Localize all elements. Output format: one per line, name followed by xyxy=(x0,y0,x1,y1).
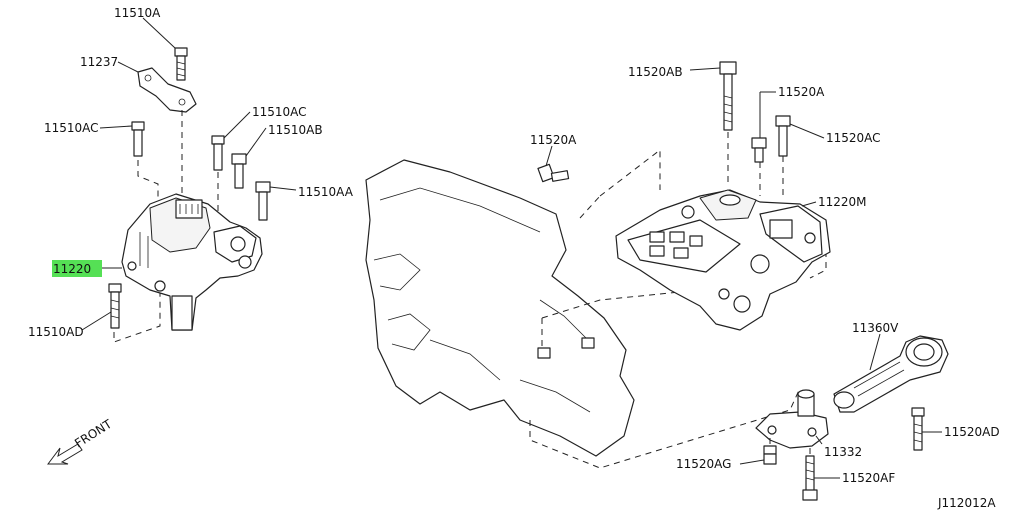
bolt-11520AG[interactable] xyxy=(763,445,777,465)
right-mount-group xyxy=(537,61,831,331)
label-11520A-top: 11520A xyxy=(778,85,825,99)
front-arrow-icon xyxy=(47,443,83,465)
engine-mount-11220[interactable] xyxy=(121,193,263,331)
torque-rod-11360V[interactable] xyxy=(833,335,949,413)
label-11332: 11332 xyxy=(824,445,862,459)
nut-left xyxy=(537,347,551,359)
label-11510AA: 11510AA xyxy=(298,185,354,199)
engine-block xyxy=(365,159,635,457)
bracket-11237[interactable] xyxy=(137,67,197,113)
bolt-11520A-left[interactable] xyxy=(537,163,570,183)
label-11520AD: 11520AD xyxy=(944,425,1000,439)
bolt-11510A[interactable] xyxy=(174,47,188,81)
engine-mount-11220M[interactable] xyxy=(615,189,831,331)
front-label: FRONT xyxy=(72,417,115,451)
bracket-11332[interactable] xyxy=(755,389,829,449)
label-11520AG: 11520AG xyxy=(676,457,731,471)
bolt-11520AC[interactable] xyxy=(775,115,791,157)
label-11220: 11220 xyxy=(53,262,91,276)
label-11510AB: 11510AB xyxy=(268,123,323,137)
bolt-11520AD[interactable] xyxy=(911,407,925,451)
left-mount-group xyxy=(52,17,297,343)
label-11510AC-left: 11510AC xyxy=(44,121,99,135)
bolt-11520A-top[interactable] xyxy=(751,137,767,163)
label-11510A: 11510A xyxy=(114,6,161,20)
label-11220M: 11220M xyxy=(818,195,867,209)
label-highlight-11220 xyxy=(52,260,102,277)
bolt-11520AB[interactable] xyxy=(719,61,737,131)
label-11520AC: 11520AC xyxy=(826,131,881,145)
label-11360V: 11360V xyxy=(852,321,899,335)
nut-right xyxy=(581,337,595,349)
bolt-11510AD[interactable] xyxy=(108,283,122,329)
label-11520AF: 11520AF xyxy=(842,471,895,485)
label-11237: 11237 xyxy=(80,55,118,69)
bolt-11510AA[interactable] xyxy=(255,181,271,221)
label-11510AC-mid: 11510AC xyxy=(252,105,307,119)
bolt-11520AF[interactable] xyxy=(802,455,818,501)
label-11520A-left: 11520A xyxy=(530,133,577,147)
bolt-11510AB[interactable] xyxy=(231,153,247,189)
bolt-11510AC-mid[interactable] xyxy=(211,135,225,171)
diagram-code: J112012A xyxy=(937,496,996,510)
label-11510AD: 11510AD xyxy=(28,325,84,339)
bolt-11510AC-left[interactable] xyxy=(131,121,145,157)
label-11520AB: 11520AB xyxy=(628,65,683,79)
